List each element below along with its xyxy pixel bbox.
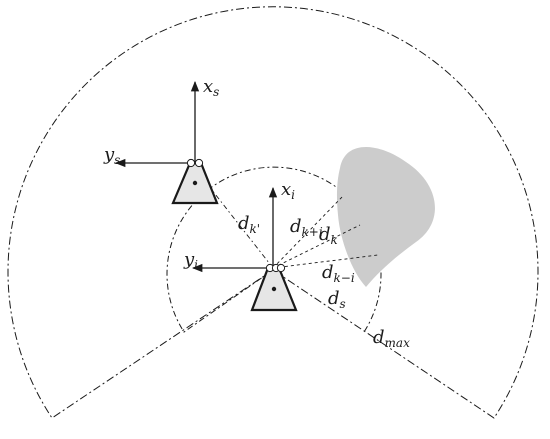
- robot-s-joint-left: [186, 158, 196, 168]
- ray-dk-prime: [189, 161, 274, 269]
- label-xi: xi: [281, 179, 295, 202]
- ray-dk: [272, 224, 361, 269]
- ray-dk-plus: [272, 195, 344, 269]
- label-dk-plus: dk+i: [290, 216, 323, 239]
- robot-s-center: [192, 180, 198, 186]
- robot-i-joint-right: [276, 263, 286, 273]
- label-dk-prime: dk': [238, 213, 260, 236]
- label-ys: ys: [103, 144, 120, 167]
- label-yi: yi: [183, 249, 198, 272]
- robot-i: [191, 186, 298, 312]
- label-xs: xs: [203, 76, 219, 99]
- label-dk-minus: dk−i: [322, 262, 355, 285]
- label-ds: ds: [328, 288, 346, 311]
- robot-s: [114, 80, 219, 205]
- robot-s-joint-right: [194, 158, 204, 168]
- label-dk: dk: [319, 224, 338, 247]
- max-range-boundary: [7, 6, 539, 419]
- robot-i-center: [271, 286, 277, 292]
- label-dmax: dmax: [373, 327, 410, 350]
- obstacle: [336, 146, 435, 287]
